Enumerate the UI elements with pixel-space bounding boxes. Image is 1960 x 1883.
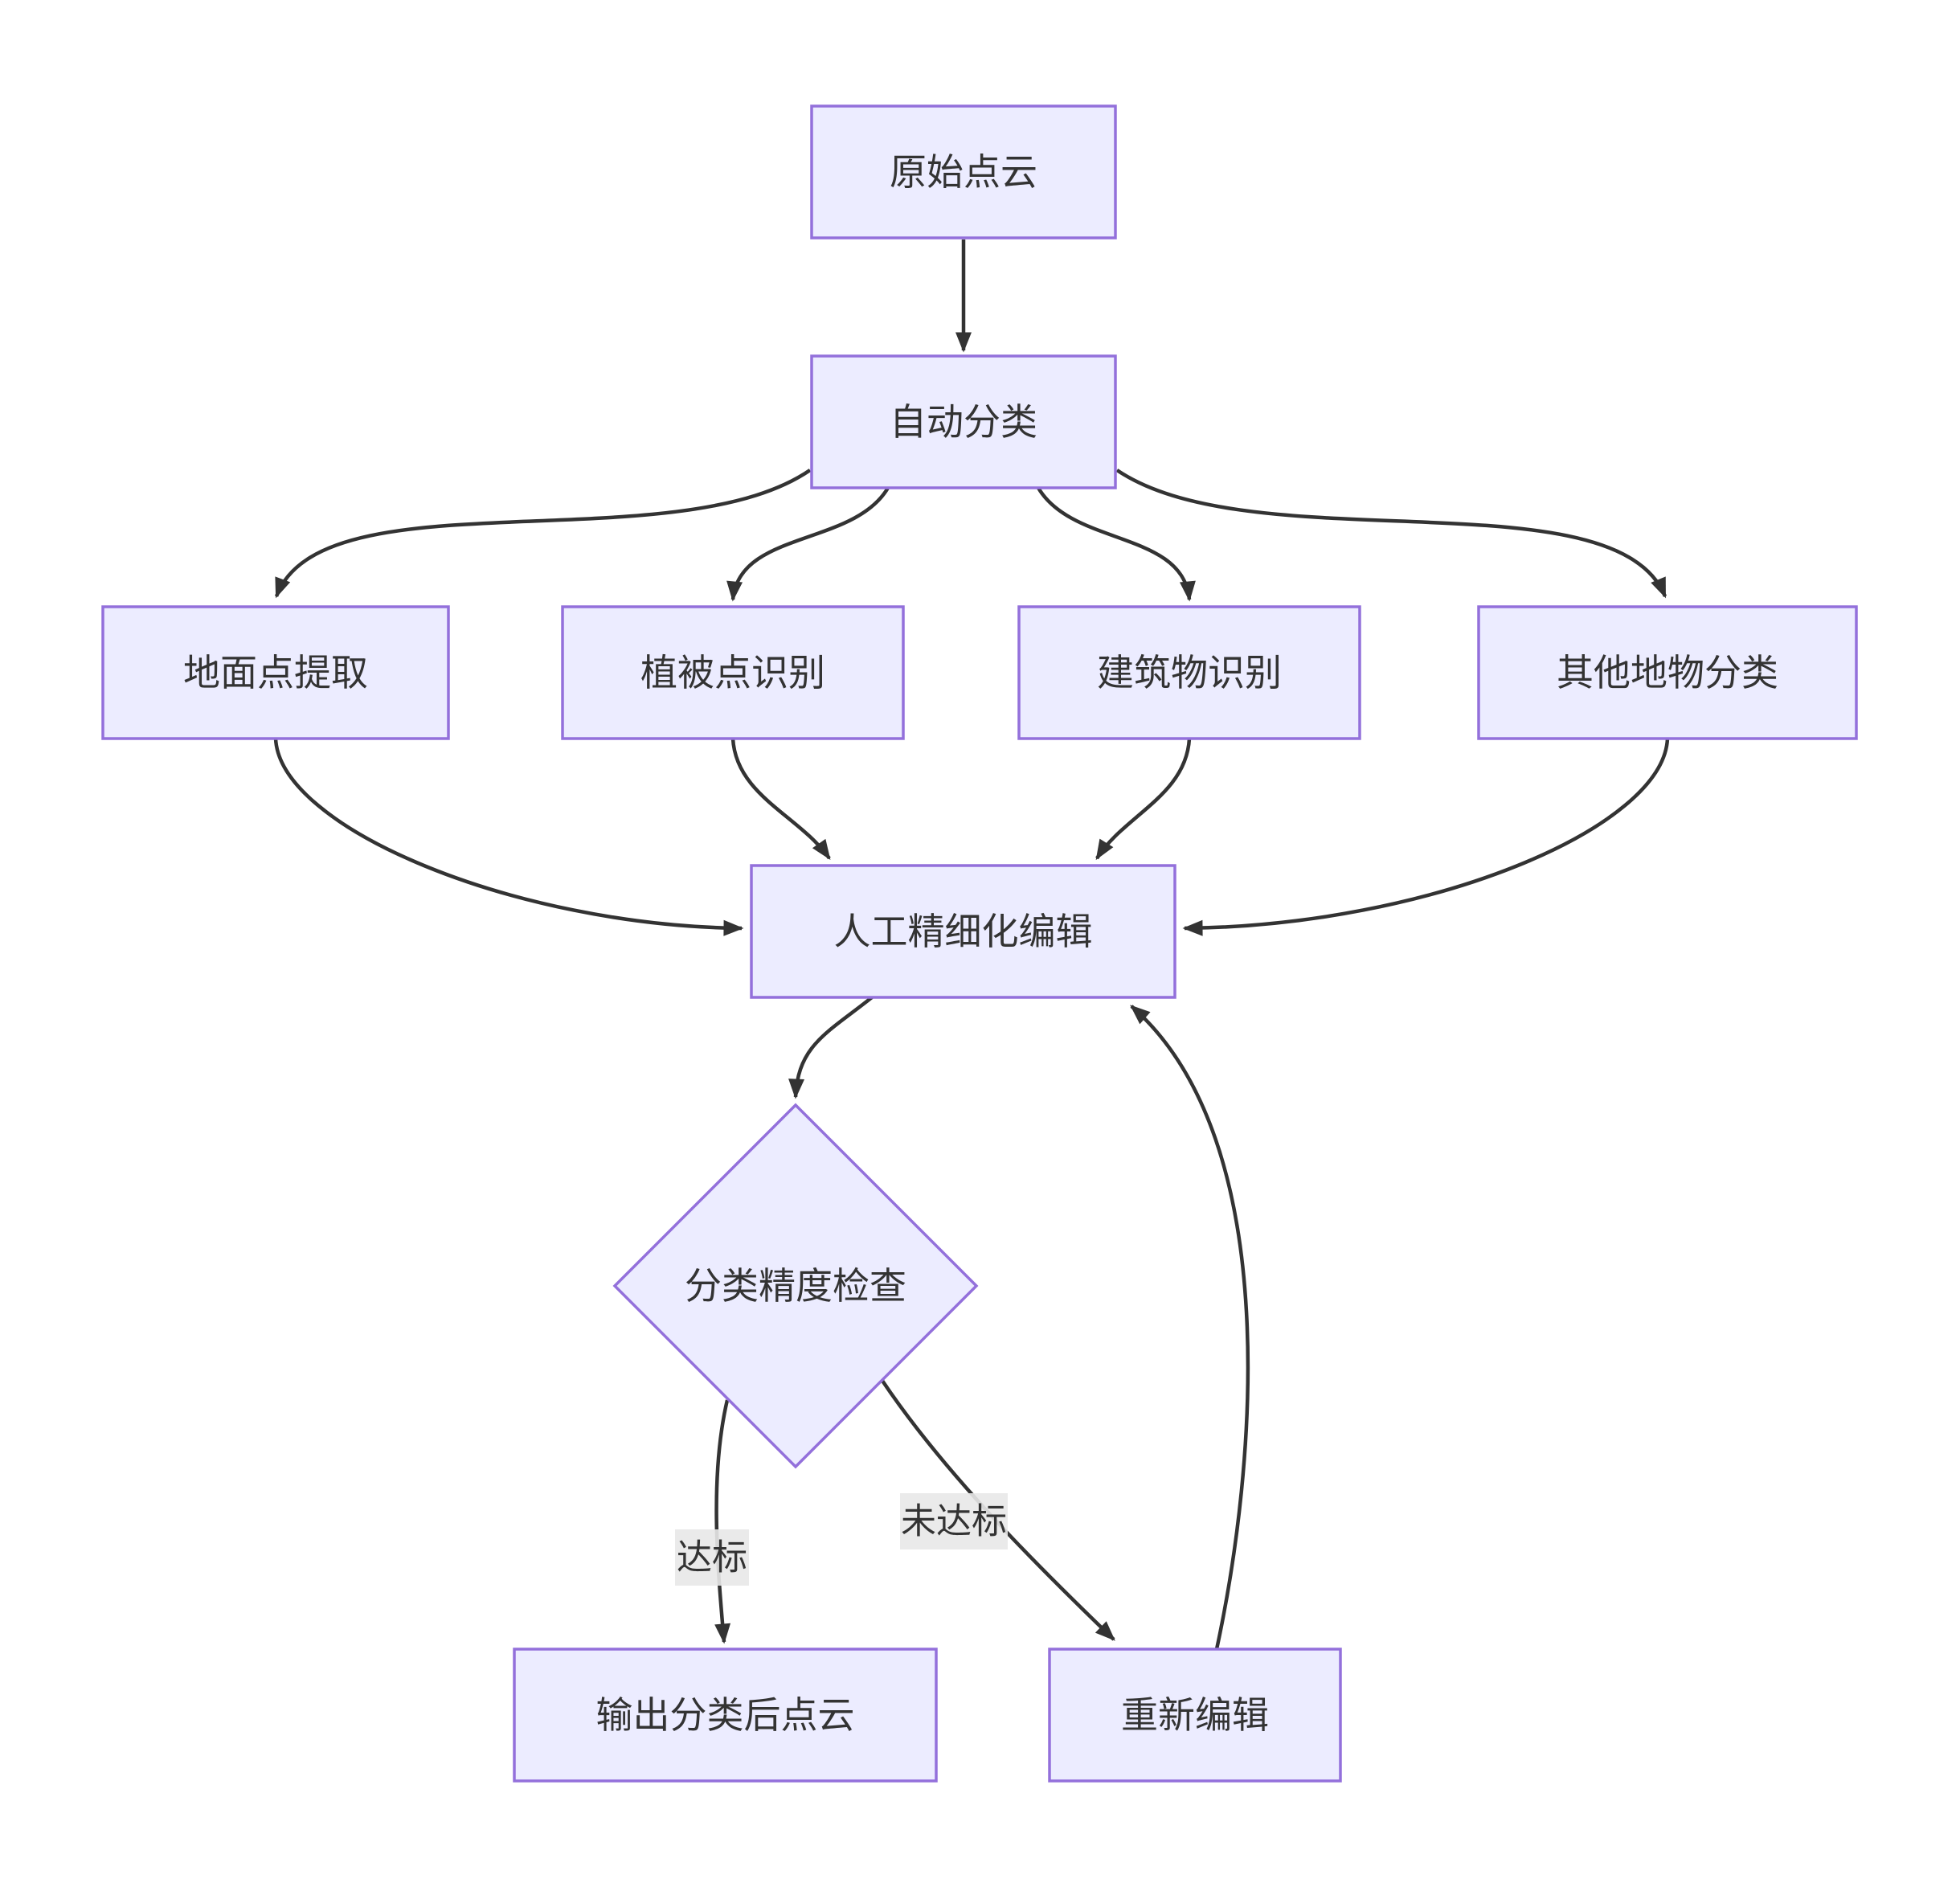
edge-layer (273, 239, 1670, 1650)
node-vegetation-point-recognition: 植被点识别 (561, 605, 905, 740)
node-label: 其他地物分类 (1557, 652, 1778, 694)
edge-manual-refined-editing-to-accuracy-check (788, 996, 874, 1099)
node-output-classified-point-cloud: 输出分类后点云 (513, 1648, 938, 1783)
node-accuracy-check: 分类精度检查 (612, 1103, 979, 1469)
node-label: 建筑物识别 (1097, 652, 1282, 694)
node-shape-diamond (612, 1103, 979, 1469)
node-re-edit: 重新编辑 (1048, 1648, 1342, 1783)
node-shape-rect (1048, 1648, 1342, 1783)
edge-accuracy-check-to-output-classified-point-cloud (714, 1399, 731, 1644)
edge-vegetation-point-recognition-to-manual-refined-editing (730, 738, 831, 861)
edge-label-layer: 达标 未达标 (675, 1493, 1008, 1586)
node-label: 人工精细化编辑 (834, 911, 1093, 952)
node-other-feature-classification: 其他地物分类 (1477, 605, 1858, 740)
node-label: 自动分类 (890, 401, 1037, 443)
edge-auto-classification-to-other-feature-classification (1115, 469, 1667, 599)
edge-auto-classification-to-building-recognition (1037, 486, 1196, 602)
edge-ground-point-extraction-to-manual-refined-editing (273, 738, 744, 936)
node-shape-rect (1477, 605, 1858, 740)
node-shape-rect (810, 104, 1117, 239)
edge-label-text: 未达标 (901, 1502, 1007, 1541)
edge-label-text: 达标 (677, 1538, 747, 1578)
node-shape-rect (561, 605, 905, 740)
edge-auto-classification-to-ground-point-extraction (274, 469, 812, 599)
node-shape-rect (513, 1648, 938, 1783)
node-label: 原始点云 (890, 151, 1037, 193)
node-manual-refined-editing: 人工精细化编辑 (750, 864, 1176, 999)
edge-label-accuracy-check-to-output-classified-point-cloud: 达标 (675, 1529, 749, 1586)
node-shape-rect (810, 354, 1117, 489)
node-raw-point-cloud: 原始点云 (810, 104, 1117, 239)
edge-building-recognition-to-manual-refined-editing (1095, 738, 1192, 861)
node-label: 地面点提取 (183, 652, 368, 694)
node-label: 输出分类后点云 (596, 1694, 855, 1736)
edge-other-feature-classification-to-manual-refined-editing (1182, 738, 1670, 936)
node-ground-point-extraction: 地面点提取 (101, 605, 450, 740)
edge-auto-classification-to-vegetation-point-recognition (726, 486, 890, 602)
node-auto-classification: 自动分类 (810, 354, 1117, 489)
edge-re-edit-to-manual-refined-editing (1130, 1005, 1250, 1650)
node-label: 重新编辑 (1121, 1694, 1269, 1736)
edge-label-background (675, 1529, 749, 1586)
node-building-recognition: 建筑物识别 (1017, 605, 1361, 740)
edge-label-background (900, 1493, 1008, 1549)
node-shape-rect (101, 605, 450, 740)
node-shape-rect (1017, 605, 1361, 740)
edge-label-accuracy-check-to-re-edit: 未达标 (900, 1493, 1008, 1549)
node-label: 植被点识别 (640, 652, 825, 694)
node-shape-rect (750, 864, 1176, 999)
node-label: 分类精度检查 (685, 1265, 906, 1307)
